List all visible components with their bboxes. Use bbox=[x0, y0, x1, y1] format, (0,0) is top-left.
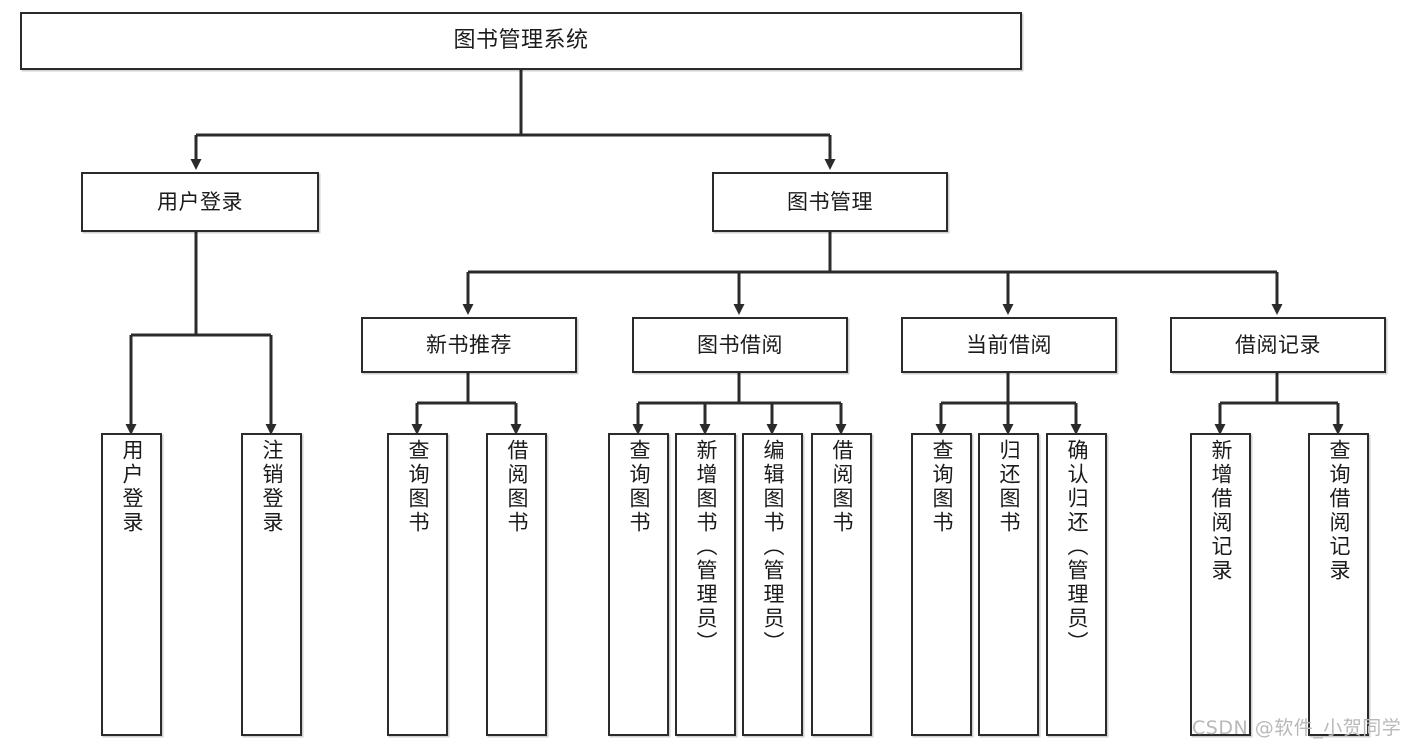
node-borrow-record-label: 借阅记录 bbox=[1235, 332, 1321, 357]
leaf-query-book-3-label: 查询图书 bbox=[930, 439, 954, 535]
leaf-user-login-label: 用户登录 bbox=[120, 439, 144, 535]
leaf-logout-login-label: 注销登录 bbox=[260, 439, 284, 535]
watermark: CSDN @软件_小贺同学 bbox=[1192, 717, 1402, 739]
leaf-logout-login[interactable]: 注销登录 bbox=[241, 433, 302, 736]
leaf-borrow-book-1-label: 借阅图书 bbox=[505, 439, 529, 535]
leaf-user-login[interactable]: 用户登录 bbox=[101, 433, 162, 736]
node-user-login[interactable]: 用户登录 bbox=[81, 172, 319, 232]
leaf-confirm-return[interactable]: 确认归还（管理员） bbox=[1046, 433, 1107, 736]
node-user-login-label: 用户登录 bbox=[157, 189, 243, 214]
leaf-edit-book[interactable]: 编辑图书（管理员） bbox=[742, 433, 803, 736]
leaf-query-book-1-label: 查询图书 bbox=[406, 439, 430, 535]
leaf-add-book-label: 新增图书（管理员） bbox=[694, 439, 718, 655]
leaf-add-record-label: 新增借阅记录 bbox=[1209, 439, 1233, 583]
node-current-borrow-label: 当前借阅 bbox=[966, 332, 1052, 357]
leaf-query-book-1[interactable]: 查询图书 bbox=[387, 433, 448, 736]
node-borrow-record[interactable]: 借阅记录 bbox=[1170, 317, 1386, 373]
node-root-label: 图书管理系统 bbox=[453, 28, 589, 54]
leaf-query-record[interactable]: 查询借阅记录 bbox=[1308, 433, 1369, 736]
leaf-return-book-label: 归还图书 bbox=[997, 439, 1021, 535]
node-book-borrow[interactable]: 图书借阅 bbox=[632, 317, 848, 373]
leaf-add-book[interactable]: 新增图书（管理员） bbox=[675, 433, 736, 736]
node-current-borrow[interactable]: 当前借阅 bbox=[901, 317, 1117, 373]
leaf-edit-book-label: 编辑图书（管理员） bbox=[761, 439, 785, 655]
node-book-borrow-label: 图书借阅 bbox=[697, 332, 783, 357]
node-root[interactable]: 图书管理系统 bbox=[20, 12, 1022, 70]
leaf-query-book-3[interactable]: 查询图书 bbox=[911, 433, 972, 736]
node-new-book-recommend[interactable]: 新书推荐 bbox=[361, 317, 577, 373]
node-book-management[interactable]: 图书管理 bbox=[712, 172, 948, 232]
leaf-confirm-return-label: 确认归还（管理员） bbox=[1065, 439, 1089, 655]
leaf-borrow-book-2[interactable]: 借阅图书 bbox=[811, 433, 872, 736]
leaf-return-book[interactable]: 归还图书 bbox=[978, 433, 1039, 736]
leaf-query-record-label: 查询借阅记录 bbox=[1327, 439, 1351, 583]
node-book-management-label: 图书管理 bbox=[787, 189, 873, 214]
leaf-query-book-2[interactable]: 查询图书 bbox=[608, 433, 669, 736]
leaf-add-record[interactable]: 新增借阅记录 bbox=[1190, 433, 1251, 736]
leaf-borrow-book-2-label: 借阅图书 bbox=[830, 439, 854, 535]
leaf-query-book-2-label: 查询图书 bbox=[627, 439, 651, 535]
node-new-book-recommend-label: 新书推荐 bbox=[426, 332, 512, 357]
leaf-borrow-book-1[interactable]: 借阅图书 bbox=[486, 433, 547, 736]
